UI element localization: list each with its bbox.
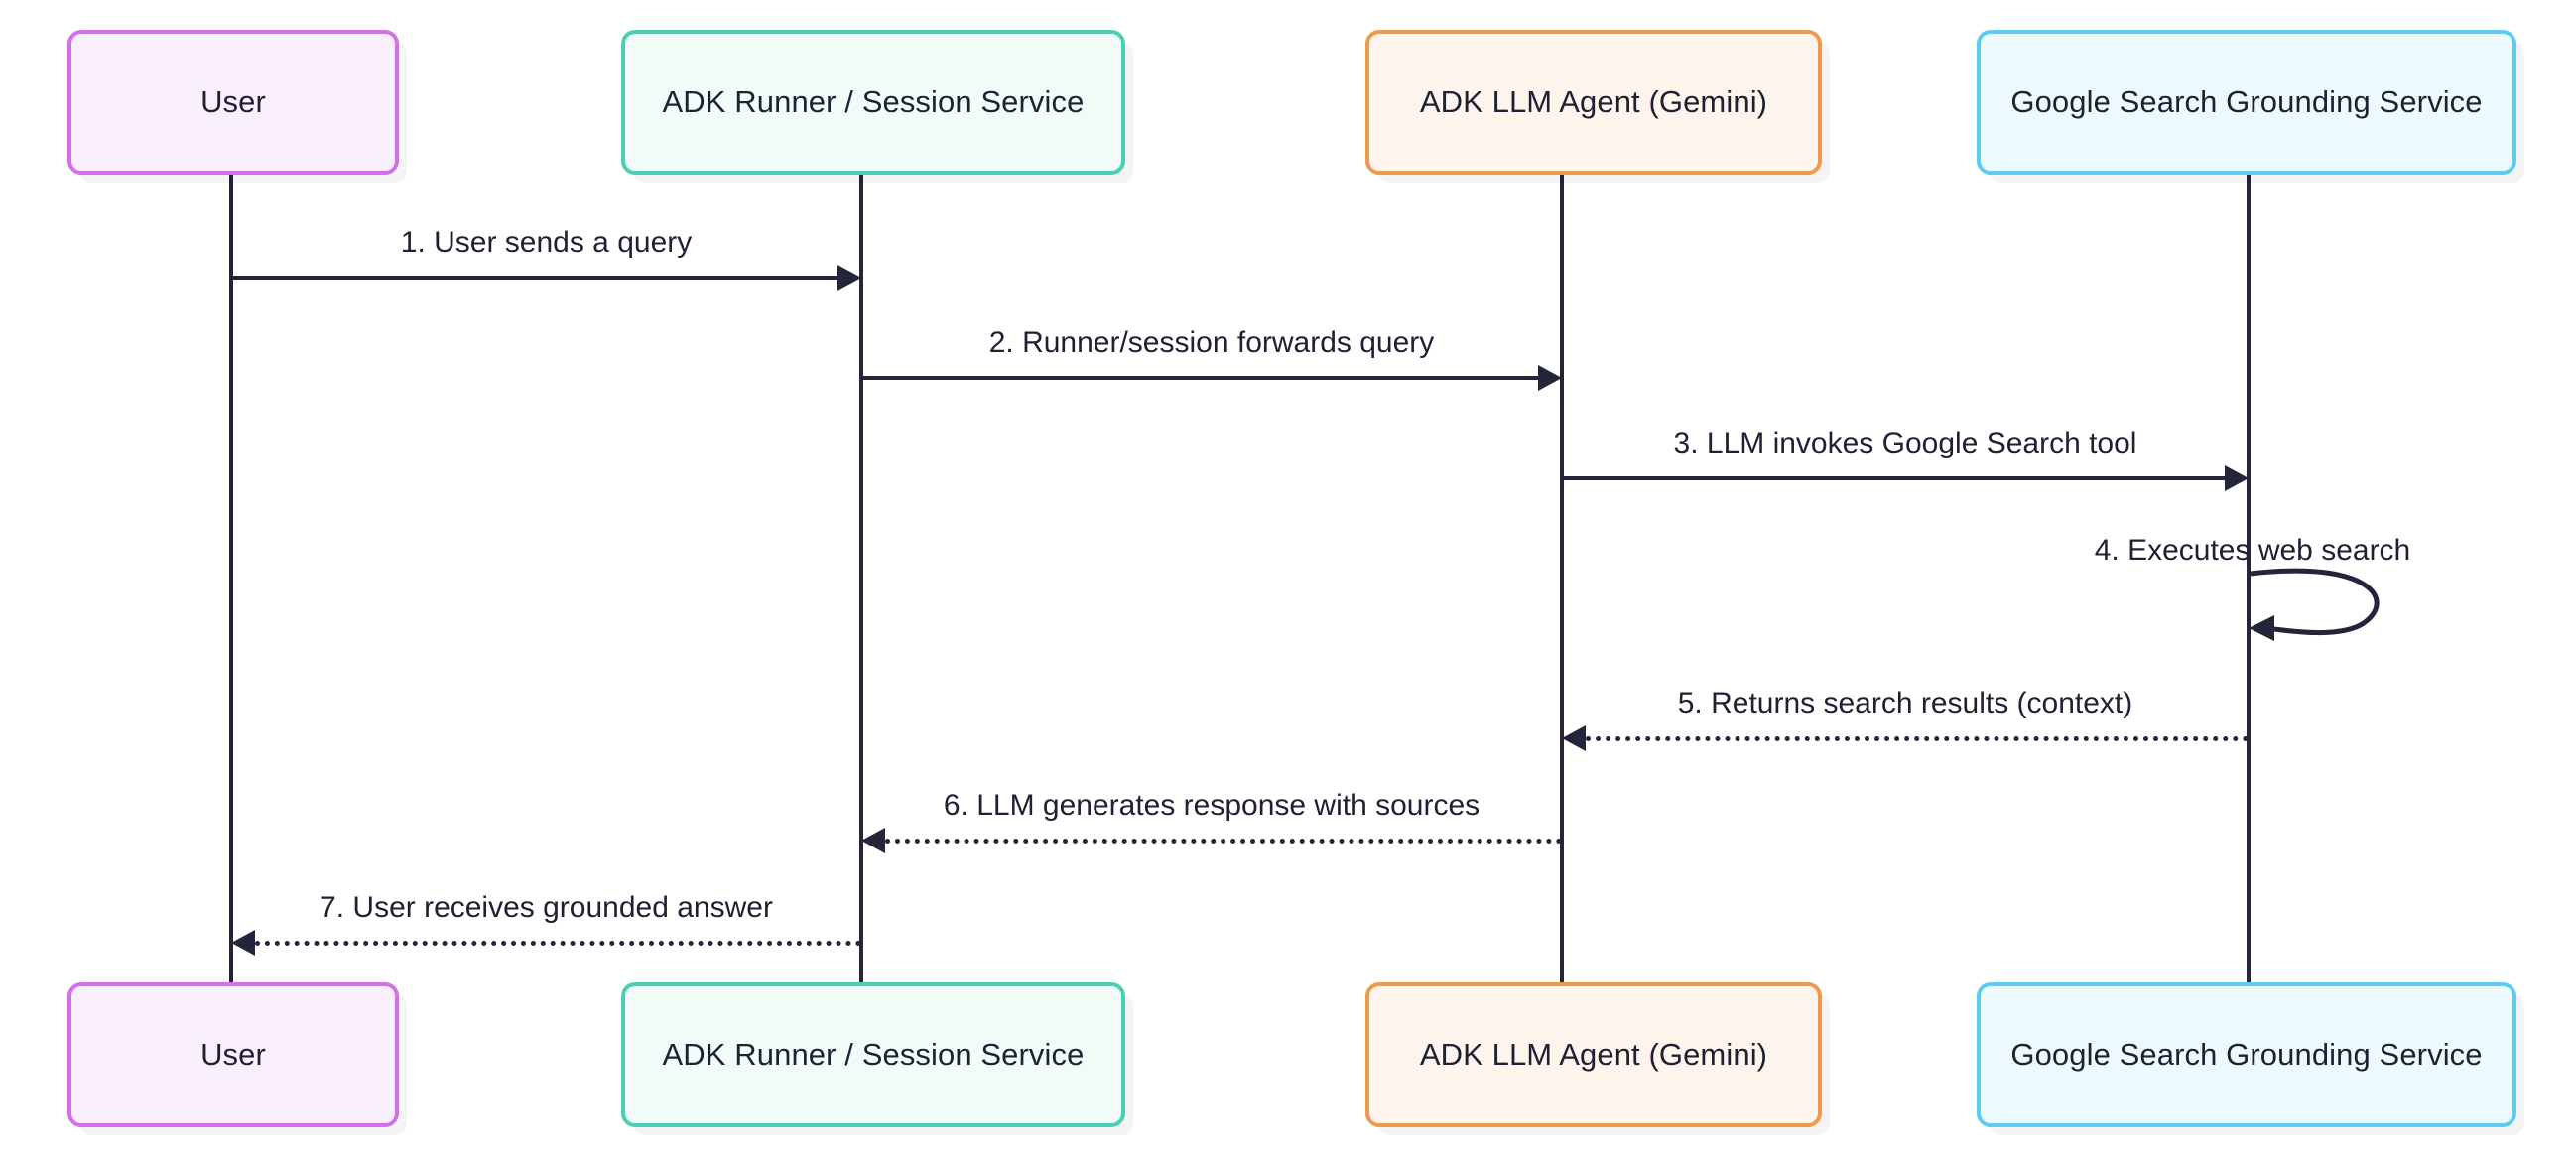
- message-arrowhead-2: [1538, 365, 1562, 391]
- message-line-5: [1586, 736, 2249, 741]
- message-arrowhead-6: [861, 828, 885, 853]
- message-line-6: [885, 839, 1562, 844]
- participant-label-agent: ADK LLM Agent (Gemini): [1419, 83, 1768, 119]
- message-line-1: [231, 276, 837, 280]
- participant-box-grounding-bottom[interactable]: Google Search Grounding Service: [1977, 982, 2516, 1127]
- participant-label-grounding: Google Search Grounding Service: [2010, 83, 2483, 119]
- participant-label-grounding: Google Search Grounding Service: [2010, 1036, 2483, 1072]
- participant-label-user: User: [200, 1036, 266, 1072]
- message-label-5: 5. Returns search results (context): [1677, 687, 2133, 719]
- lifeline-runner: [859, 175, 863, 982]
- lifeline-user: [229, 175, 233, 982]
- participant-box-grounding-top[interactable]: Google Search Grounding Service: [1977, 30, 2516, 175]
- participant-box-user-bottom[interactable]: User: [67, 982, 399, 1127]
- message-arrowhead-5: [1562, 725, 1586, 751]
- message-label-1: 1. User sends a query: [400, 226, 693, 259]
- lifeline-grounding: [2247, 175, 2251, 982]
- participant-label-user: User: [200, 83, 266, 119]
- message-line-3: [1562, 476, 2225, 480]
- message-arrowhead-3: [2225, 465, 2249, 491]
- message-arrowhead-1: [837, 265, 861, 291]
- participant-label-agent: ADK LLM Agent (Gemini): [1419, 1036, 1768, 1072]
- message-arrowhead-7: [231, 930, 255, 956]
- message-label-3: 3. LLM invokes Google Search tool: [1673, 427, 2137, 459]
- lifeline-agent: [1560, 175, 1564, 982]
- participant-box-runner-bottom[interactable]: ADK Runner / Session Service: [621, 982, 1125, 1127]
- message-label-7: 7. User receives grounded answer: [320, 891, 773, 924]
- participant-box-runner-top[interactable]: ADK Runner / Session Service: [621, 30, 1125, 175]
- message-label-2: 2. Runner/session forwards query: [988, 326, 1435, 359]
- message-label-4: 4. Executes web search: [2094, 534, 2411, 567]
- participant-label-runner: ADK Runner / Session Service: [662, 1036, 1085, 1072]
- participant-box-agent-bottom[interactable]: ADK LLM Agent (Gemini): [1365, 982, 1822, 1127]
- self-message-loop-4: [2249, 566, 2427, 645]
- participant-box-agent-top[interactable]: ADK LLM Agent (Gemini): [1365, 30, 1822, 175]
- message-line-7: [255, 941, 861, 946]
- participant-label-runner: ADK Runner / Session Service: [662, 83, 1085, 119]
- message-label-6: 6. LLM generates response with sources: [943, 789, 1481, 822]
- participant-box-user-top[interactable]: User: [67, 30, 399, 175]
- message-line-2: [861, 376, 1538, 380]
